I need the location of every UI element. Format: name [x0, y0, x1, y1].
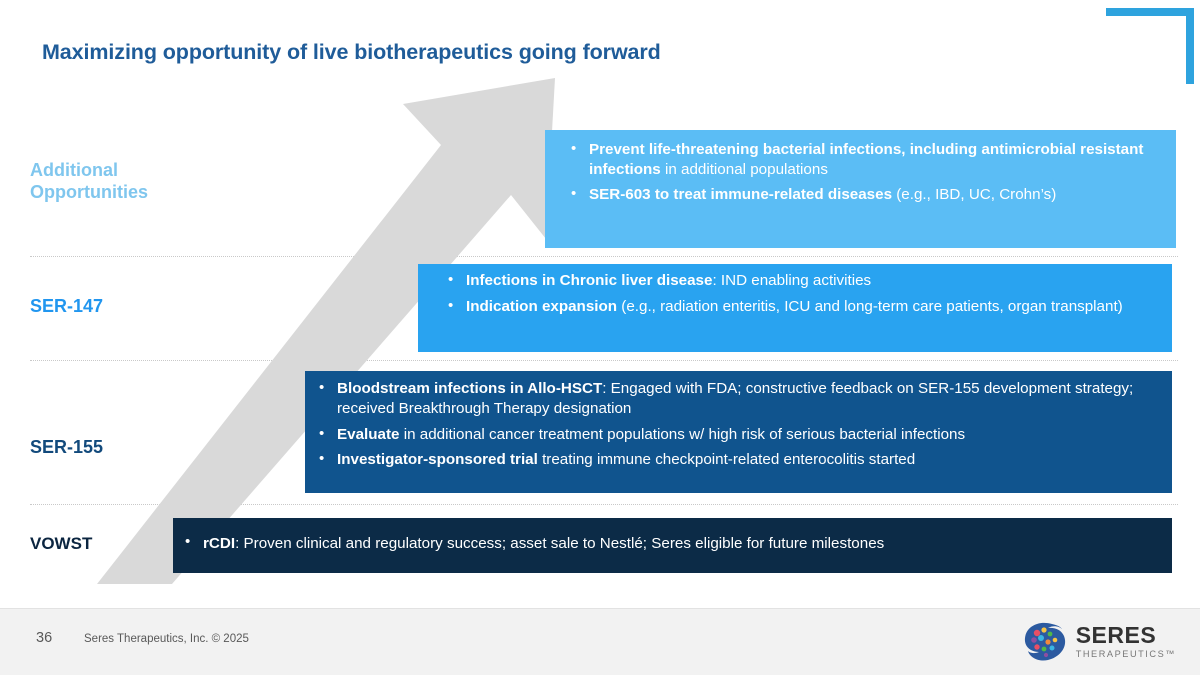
corner-bracket-decoration — [1106, 8, 1194, 84]
bullet-text: in additional populations — [660, 160, 828, 178]
bullet-emphasis: Infections in Chronic liver disease — [466, 272, 713, 289]
content-band-additional-opportunities: Prevent life-threatening bacterial infec… — [545, 130, 1176, 248]
list-item: Investigator-sponsored trial treating im… — [315, 449, 1166, 470]
bullet-text: : Proven clinical and regulatory success… — [235, 535, 885, 552]
list-item: Evaluate in additional cancer treatment … — [315, 424, 1166, 445]
bullet-emphasis: Indication expansion — [466, 297, 618, 315]
bullet-text: (e.g., radiation enteritis, ICU and long… — [617, 297, 1123, 315]
row-label-ser-147: SER-147 — [30, 296, 104, 316]
bullet-text: (e.g., IBD, UC, Crohn’s) — [892, 186, 1057, 204]
logo-tagline: THERAPEUTICS™ — [1075, 649, 1176, 660]
bullet-emphasis: Evaluate — [337, 425, 400, 443]
logo-wordmark: SERES — [1075, 622, 1157, 649]
bullet-text: in additional cancer treatment populatio… — [399, 425, 966, 443]
bullet-emphasis: Bloodstream infections in Allo-HSCT — [337, 380, 603, 397]
bullet-emphasis: SER-603 to treat immune-related diseases — [589, 186, 893, 204]
seres-logo: SERES THERAPEUTICS™ — [1022, 621, 1176, 663]
bullet-emphasis: Investigator-sponsored trial — [337, 451, 538, 469]
bullet-list-ser-155: Bloodstream infections in Allo-HSCT: Eng… — [315, 378, 1166, 470]
page-number: 36 — [36, 630, 53, 646]
list-item: Indication expansion (e.g., radiation en… — [444, 296, 1158, 317]
row-separator-1 — [30, 256, 1178, 257]
content-band-vowst: rCDI: Proven clinical and regulatory suc… — [173, 518, 1172, 573]
content-band-ser-147: Infections in Chronic liver disease: IND… — [418, 264, 1172, 352]
list-item: rCDI: Proven clinical and regulatory suc… — [181, 533, 1166, 553]
row-label-ser-155: SER-155 — [30, 437, 104, 457]
bullet-emphasis: rCDI — [203, 535, 236, 552]
copyright-text: Seres Therapeutics, Inc. © 2025 — [84, 633, 249, 645]
bullet-text: : IND enabling activities — [712, 272, 872, 289]
bullet-list-additional-opportunities: Prevent life-threatening bacterial infec… — [567, 139, 1162, 205]
row-separator-2 — [30, 360, 1178, 361]
seres-logo-mark-icon — [1024, 622, 1065, 661]
list-item: Infections in Chronic liver disease: IND… — [444, 270, 1158, 291]
bullet-text: treating immune checkpoint-related enter… — [537, 451, 916, 469]
row-label-vowst: VOWST — [30, 534, 93, 553]
row-separator-3 — [30, 504, 1178, 505]
bullet-text: : Engaged with FDA; constructive feedbac… — [337, 380, 1134, 417]
list-item: SER-603 to treat immune-related diseases… — [567, 184, 1162, 205]
content-band-ser-155: Bloodstream infections in Allo-HSCT: Eng… — [305, 371, 1172, 493]
bullet-list-ser-147: Infections in Chronic liver disease: IND… — [444, 270, 1158, 317]
row-label-additional-opportunities: Additional Opportunities — [30, 160, 148, 202]
page-title: Maximizing opportunity of live biotherap… — [42, 40, 661, 64]
bullet-list-vowst: rCDI: Proven clinical and regulatory suc… — [181, 533, 1166, 553]
bullet-emphasis: Prevent life-threatening bacterial infec… — [589, 141, 1144, 178]
list-item: Bloodstream infections in Allo-HSCT: Eng… — [315, 378, 1166, 419]
list-item: Prevent life-threatening bacterial infec… — [567, 139, 1162, 179]
slide-footer: 36 Seres Therapeutics, Inc. © 2025 SERES — [0, 608, 1200, 675]
